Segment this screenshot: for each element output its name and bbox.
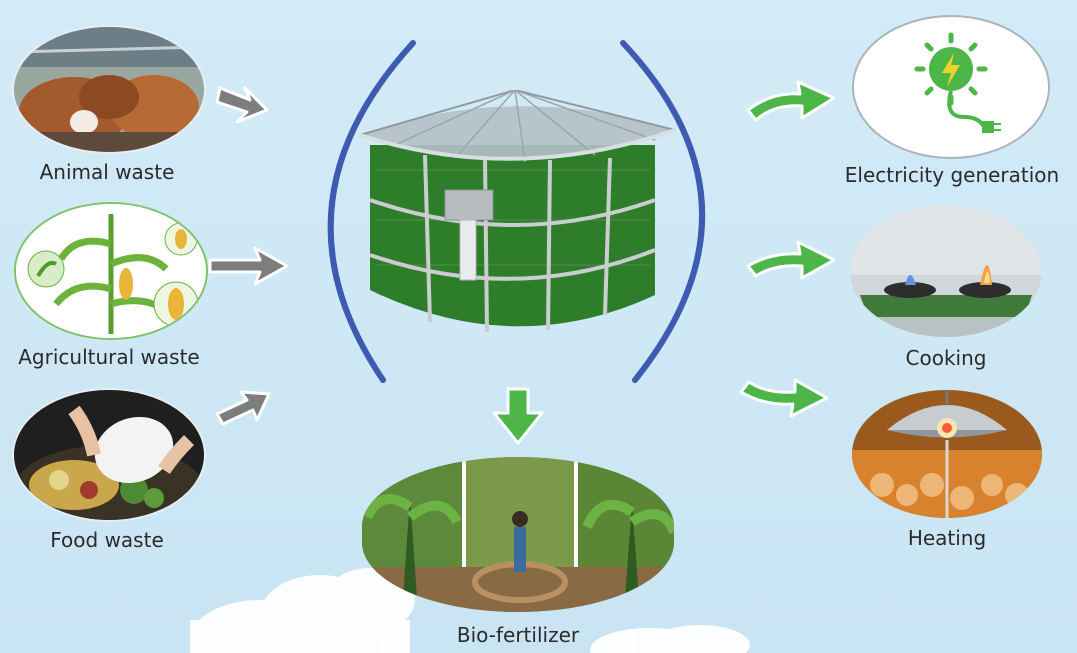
bracket-arcs [327, 40, 706, 383]
agricultural-waste-image [14, 202, 208, 340]
output-arrow-1-icon [746, 80, 836, 122]
down-arrow-icon [492, 387, 544, 445]
bio-fertilizer-label: Bio-fertilizer [456, 623, 580, 647]
input-arrow-3-icon [215, 390, 271, 426]
food-waste-label: Food waste [50, 528, 164, 552]
animal-waste-label: Animal waste [39, 160, 175, 184]
input-arrow-1-icon [215, 86, 269, 124]
output-arrow-2-icon [746, 240, 836, 280]
bio-fertilizer-image [362, 457, 674, 612]
input-arrow-2-icon [208, 246, 289, 286]
biogas-digester-tank [359, 90, 676, 333]
heating-label: Heating [907, 526, 987, 550]
cooking-image [850, 205, 1042, 337]
agricultural-waste-label: Agricultural waste [18, 345, 200, 369]
cooking-label: Cooking [905, 346, 987, 370]
heating-image [852, 390, 1042, 518]
electricity-generation-image [852, 15, 1050, 159]
electricity-generation-label: Electricity generation [844, 163, 1060, 187]
food-waste-image [12, 388, 206, 522]
output-arrow-3-icon [739, 378, 829, 418]
animal-waste-image [12, 25, 206, 154]
